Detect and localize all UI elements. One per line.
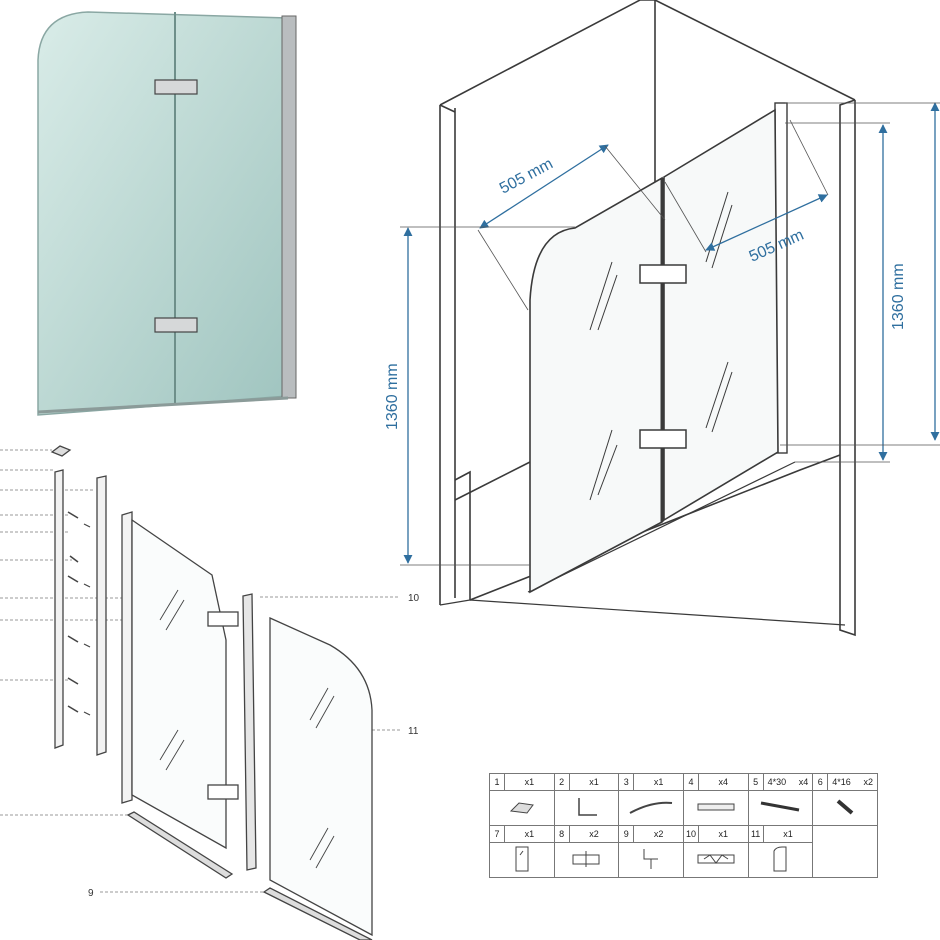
installation-drawing [439, 0, 856, 637]
wall-bracket-icon [50, 445, 72, 457]
part-qty: x1 [633, 773, 684, 791]
hinge-icon [553, 842, 620, 878]
parts-image-row-1 [489, 790, 878, 826]
glass-panel-icon [269, 616, 373, 937]
hinge-icon [154, 79, 198, 95]
seal-strip-icon [618, 842, 684, 878]
part-qty: x2 [633, 825, 684, 843]
magnetic-seal-icon [242, 593, 257, 871]
corner-profile-icon [553, 790, 620, 826]
dimension-width-left: 505 mm [497, 155, 556, 197]
parts-header-row-2: 7 x1 8 x2 9 x2 10 x1 11 x1 [489, 825, 878, 878]
part-number: 9 [618, 825, 635, 843]
part-number: 1 [489, 773, 505, 791]
part-number: 4 [682, 773, 699, 791]
glass-panel-icon [131, 518, 227, 850]
part-qty-value: x2 [863, 777, 873, 787]
part-number: 10 [682, 825, 699, 843]
seal-strip-icon [262, 887, 373, 940]
part-qty: x2 [568, 825, 620, 843]
wall-bracket-icon [489, 790, 555, 826]
glass-panel-icon [489, 842, 555, 878]
product-photo [37, 11, 297, 416]
part-qty-value: x4 [798, 777, 809, 787]
curved-strip-icon [618, 790, 684, 826]
part-qty: x1 [697, 825, 749, 843]
part-number: 6 [812, 773, 829, 791]
dimension-lines [400, 102, 940, 566]
glass-panel-icon [747, 842, 814, 878]
hinge-icon [207, 784, 239, 800]
part-number: 11 [747, 825, 764, 843]
part-size: 4*30 [767, 777, 787, 787]
part-number: 7 [489, 825, 505, 843]
long-screw-icon [67, 511, 79, 713]
short-screw-icon [812, 790, 878, 826]
parts-table: 1 x1 2 x1 3 x1 4 x4 5 4*30 x4 6 4*16 x2 7 … [489, 773, 878, 878]
callout-11: 11 [408, 726, 419, 737]
hinge-icon [207, 611, 239, 627]
long-screw-icon [747, 790, 814, 826]
wall-plug-icon [682, 790, 749, 826]
part-number: 2 [553, 773, 570, 791]
part-qty: x1 [762, 825, 814, 843]
callout-9: 9 [88, 888, 94, 899]
hinge-icon [154, 317, 198, 333]
parts-header-row-1: 1 x1 2 x1 3 x1 4 x4 5 4*30 x4 6 4*16 x2 [489, 773, 878, 791]
part-size: 4*16 [832, 777, 851, 787]
part-qty: x1 [504, 825, 555, 843]
dimension-height-right: 1360 mm [890, 263, 907, 330]
part-qty: 4*30 x4 [762, 773, 814, 791]
seal-strip-icon [126, 811, 234, 879]
parts-image-row-2 [489, 842, 878, 878]
exploded-view [0, 445, 402, 940]
part-number: 5 [747, 773, 764, 791]
part-number: 8 [553, 825, 570, 843]
empty-cell [812, 825, 878, 878]
part-qty: x1 [504, 773, 555, 791]
hinge-icon [639, 429, 687, 449]
magnetic-seal-icon [682, 842, 749, 878]
part-qty: x4 [697, 773, 749, 791]
callout-10: 10 [408, 593, 420, 604]
part-number: 3 [618, 773, 635, 791]
hinge-icon [639, 264, 687, 284]
part-qty: x1 [568, 773, 620, 791]
dimension-height-left: 1360 mm [384, 363, 401, 430]
part-qty: 4*16 x2 [827, 773, 878, 791]
